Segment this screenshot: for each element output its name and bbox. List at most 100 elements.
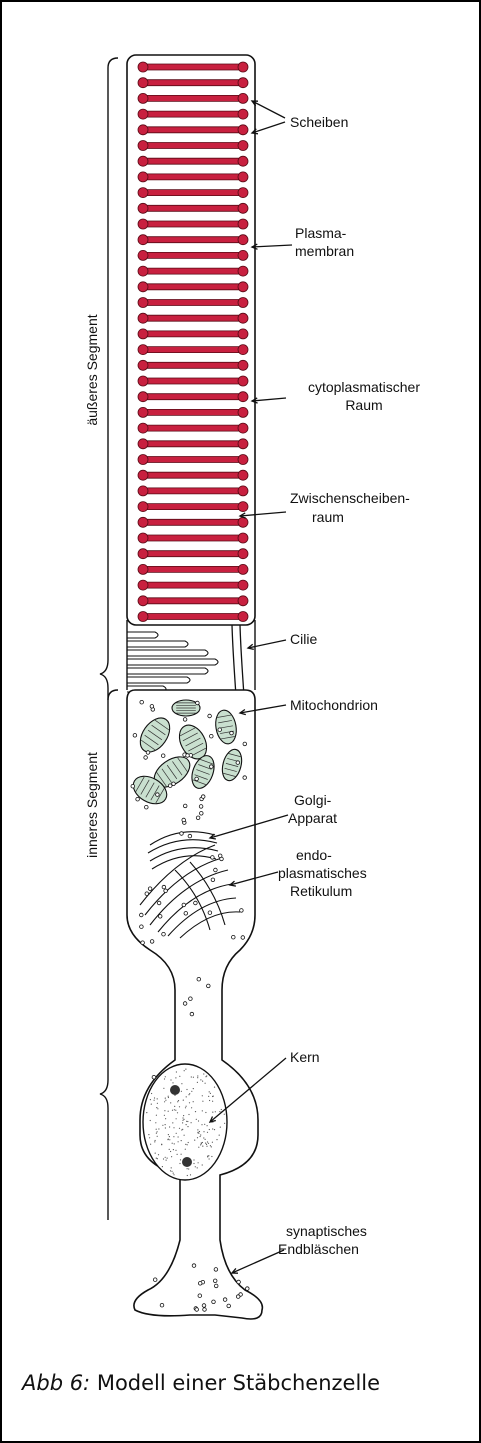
vesicle [164, 889, 168, 893]
disc-rim [138, 141, 148, 151]
vesicle [243, 742, 247, 746]
vesicle [144, 756, 148, 760]
vesicle [201, 795, 205, 799]
vesicle [218, 854, 222, 858]
label-zwischen-1: Zwischenscheiben- [290, 490, 410, 506]
vesicle [186, 754, 190, 758]
vesicle [243, 776, 247, 780]
disc [140, 143, 246, 149]
disc-rim [238, 533, 248, 543]
vesicle [202, 1304, 206, 1308]
vesicle [237, 1280, 241, 1284]
disc [140, 472, 246, 478]
disc-rim [238, 235, 248, 245]
disc-rim [238, 250, 248, 260]
disc-rim [238, 470, 248, 480]
disc-rim [138, 549, 148, 559]
vesicle [195, 1308, 199, 1312]
disc [140, 158, 246, 164]
vesicle [241, 936, 245, 940]
vesicle [212, 1300, 216, 1304]
pointer-arrow [252, 245, 292, 247]
disc-rim [138, 313, 148, 323]
membrane-fold [127, 632, 158, 638]
disc [140, 394, 246, 400]
vesicle [218, 728, 222, 732]
vesicle [158, 915, 162, 919]
vesicle [162, 885, 166, 889]
vesicle [246, 1287, 250, 1291]
membrane-fold [127, 650, 208, 656]
disc [140, 488, 246, 494]
disc-rim [138, 266, 148, 276]
disc-rim [238, 156, 248, 166]
vesicle [236, 1295, 240, 1299]
disc-rim [138, 235, 148, 245]
vesicle [203, 1308, 207, 1312]
disc-rim [138, 93, 148, 103]
vesicle [213, 1279, 217, 1283]
disc-rim [238, 345, 248, 355]
disc-rim [238, 360, 248, 370]
disc-rim [138, 109, 148, 119]
vesicle [136, 797, 140, 801]
label-cyto-2: Raum [345, 397, 382, 413]
vesicle [188, 834, 192, 838]
label-golgi-1: Golgi- [294, 792, 332, 808]
disc-rim [138, 455, 148, 465]
nucleolus [170, 1085, 180, 1095]
disc-rim [138, 612, 148, 622]
vesicle [161, 754, 165, 758]
vesicle [131, 784, 135, 788]
disc [140, 535, 246, 541]
vesicle [141, 941, 145, 945]
vesicle [152, 1075, 156, 1079]
vesicle [190, 1012, 194, 1016]
disc-rim [238, 439, 248, 449]
vesicle [196, 701, 200, 705]
vesicle [194, 901, 198, 905]
caption-figure-number: Abb 6: [22, 1371, 90, 1395]
disc-rim [238, 203, 248, 213]
disc-rim [238, 62, 248, 72]
vesicle [227, 1304, 231, 1308]
vesicle [150, 705, 154, 709]
vesicle [180, 832, 184, 836]
label-endo-1: endo- [296, 847, 332, 863]
disc-rim [238, 502, 248, 512]
disc-rim [138, 219, 148, 229]
disc-rim [138, 188, 148, 198]
vesicle [182, 818, 186, 822]
vesicle [156, 793, 160, 797]
vesicle [184, 912, 188, 916]
label-endo-2: plasmatisches [278, 865, 367, 881]
vesicle [232, 935, 236, 939]
vesicle [198, 1294, 202, 1298]
disc-rim [238, 580, 248, 590]
disc-rim [138, 203, 148, 213]
membrane-folds [127, 632, 218, 692]
vesicle [195, 777, 199, 781]
disc [140, 582, 246, 588]
disc-rim [238, 423, 248, 433]
disc [140, 252, 246, 258]
vesicle [198, 1282, 202, 1286]
disc [140, 80, 246, 86]
disc [140, 284, 246, 290]
disc [140, 347, 246, 353]
disc-rim [238, 298, 248, 308]
disc-rim [238, 392, 248, 402]
vesicle [230, 731, 234, 735]
vesicle [148, 887, 152, 891]
disc-rim [138, 250, 148, 260]
disc-rim [138, 596, 148, 606]
vesicle [145, 805, 149, 809]
disc-rim [238, 93, 248, 103]
vesicle [162, 932, 166, 936]
disc-rim [138, 329, 148, 339]
vesicle [196, 816, 200, 820]
disc-rim [138, 298, 148, 308]
label-golgi-2: Apparat [288, 810, 337, 826]
membrane-fold [127, 668, 208, 674]
